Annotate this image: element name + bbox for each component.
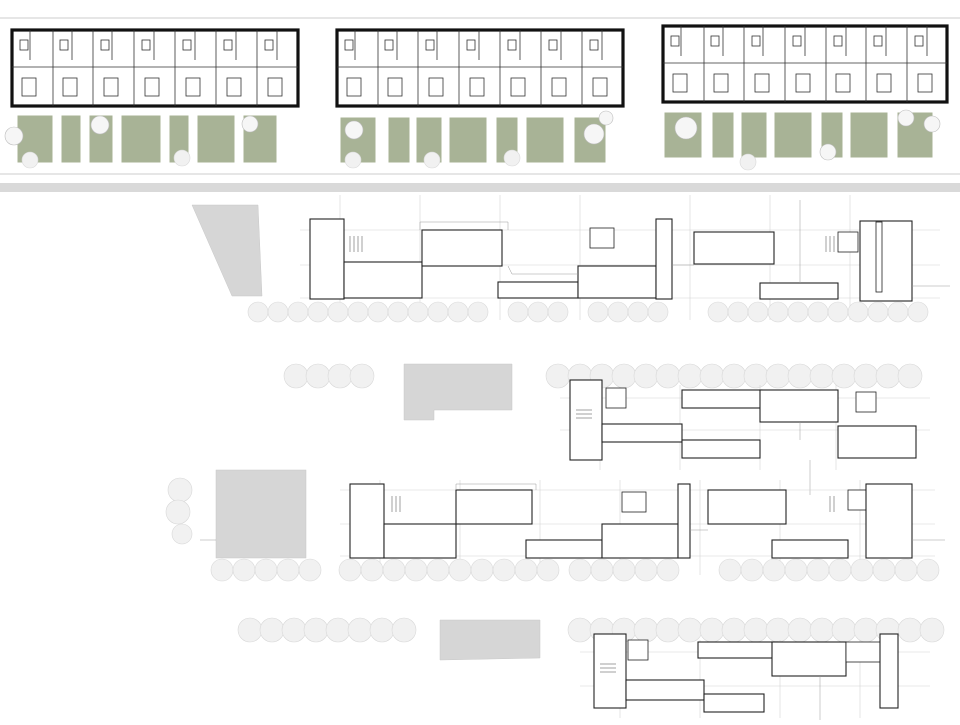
gardens-row-2 (339, 110, 614, 169)
row-house-block-2 (335, 28, 625, 108)
row-house-block-1 (10, 28, 300, 108)
site-plan-2 (283, 363, 930, 495)
site-plan-3 (165, 469, 945, 582)
site-plan-1 (191, 195, 950, 323)
top-panel (0, 17, 960, 175)
site-plan-4 (237, 617, 945, 720)
row-house-block-3 (661, 24, 949, 104)
gardens-row-3 (663, 109, 941, 171)
bottom-panel (165, 195, 950, 720)
gardens-row-1 (4, 114, 278, 169)
panel-divider (0, 183, 960, 192)
